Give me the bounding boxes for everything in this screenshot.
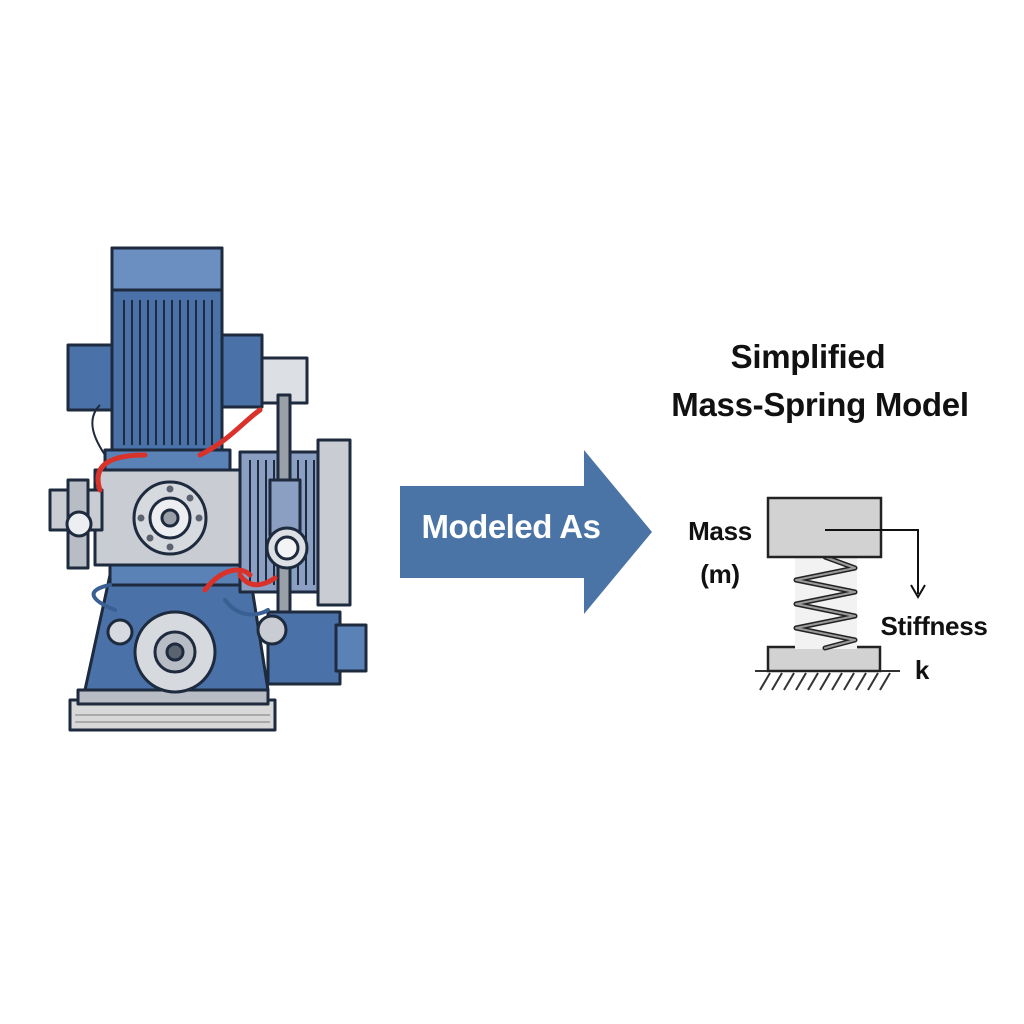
stiffness-symbol-label: k (914, 655, 930, 685)
down-arrow-icon (825, 529, 926, 599)
mass-label: Mass (688, 516, 752, 546)
mass-symbol-label: (m) (700, 559, 740, 589)
modeled-as-label: Modeled As (421, 508, 601, 545)
model-title-line-2: Mass-Spring Model (671, 386, 969, 423)
mass-block (766, 496, 883, 559)
right-arrow-icon (400, 450, 652, 614)
industrial-pump-motor-icon (48, 246, 368, 732)
base-plate (766, 645, 882, 673)
model-title-line-1: Simplified (730, 338, 886, 375)
stiffness-label: Stiffness (880, 611, 988, 641)
spring-icon (793, 554, 858, 651)
ground-hatch-icon (755, 670, 900, 691)
